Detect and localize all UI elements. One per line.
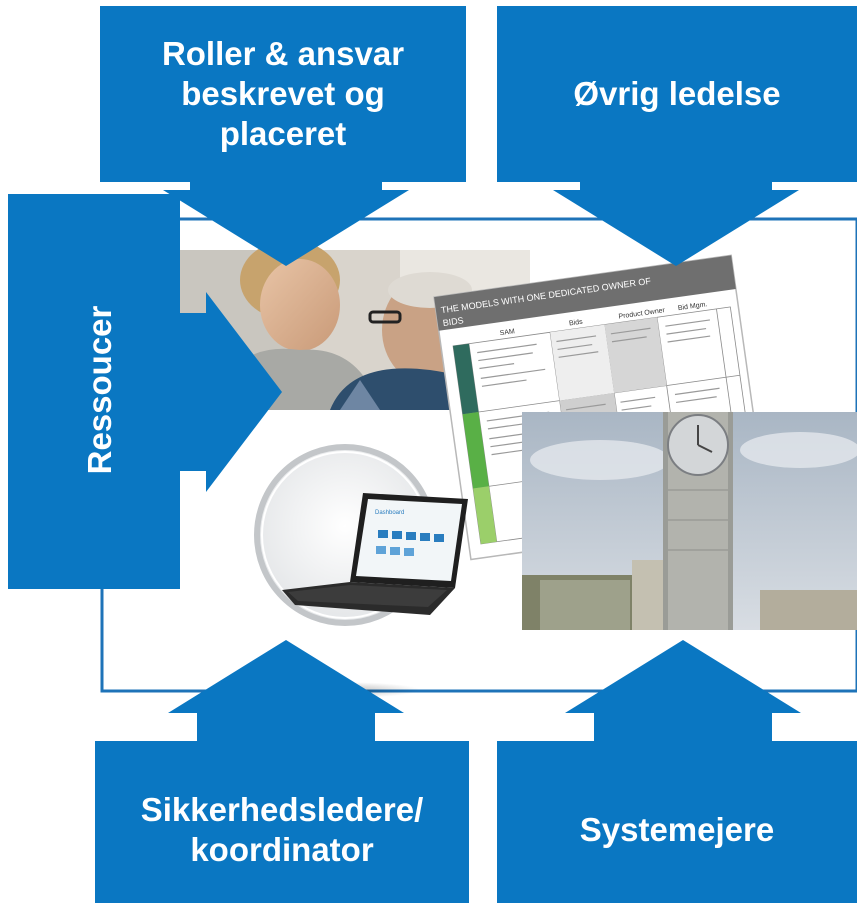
document-col-2: Bids [569, 319, 584, 328]
tower-photo [522, 412, 857, 630]
callout-bottom-right-shape [497, 640, 857, 903]
document-col-4: Bid Mgm. [678, 301, 708, 312]
callout-left-shape [8, 194, 282, 589]
callout-bottom-left-shape [95, 640, 469, 903]
document-col-1: SAM [499, 328, 515, 337]
callout-ressoucer: Ressoucer [81, 305, 118, 475]
laptop-badge: Dashboard [254, 444, 468, 626]
callout-systemejere: Systemejere [579, 811, 775, 848]
callout-oevrig-ledelse: Øvrig ledelse [573, 75, 781, 112]
callout-roller-ansvar: Roller & ansvar beskrevet og placeret [161, 35, 405, 152]
callout-top-left-shape [100, 6, 466, 266]
callout-top-right-shape [497, 6, 857, 266]
laptop-screen-title: Dashboard [375, 510, 404, 516]
document-subheading: BIDS [442, 315, 464, 328]
callout-sikkerhedsledere: Sikkerhedsledere/ koordinator [140, 791, 424, 868]
callout-shapes [8, 6, 857, 903]
